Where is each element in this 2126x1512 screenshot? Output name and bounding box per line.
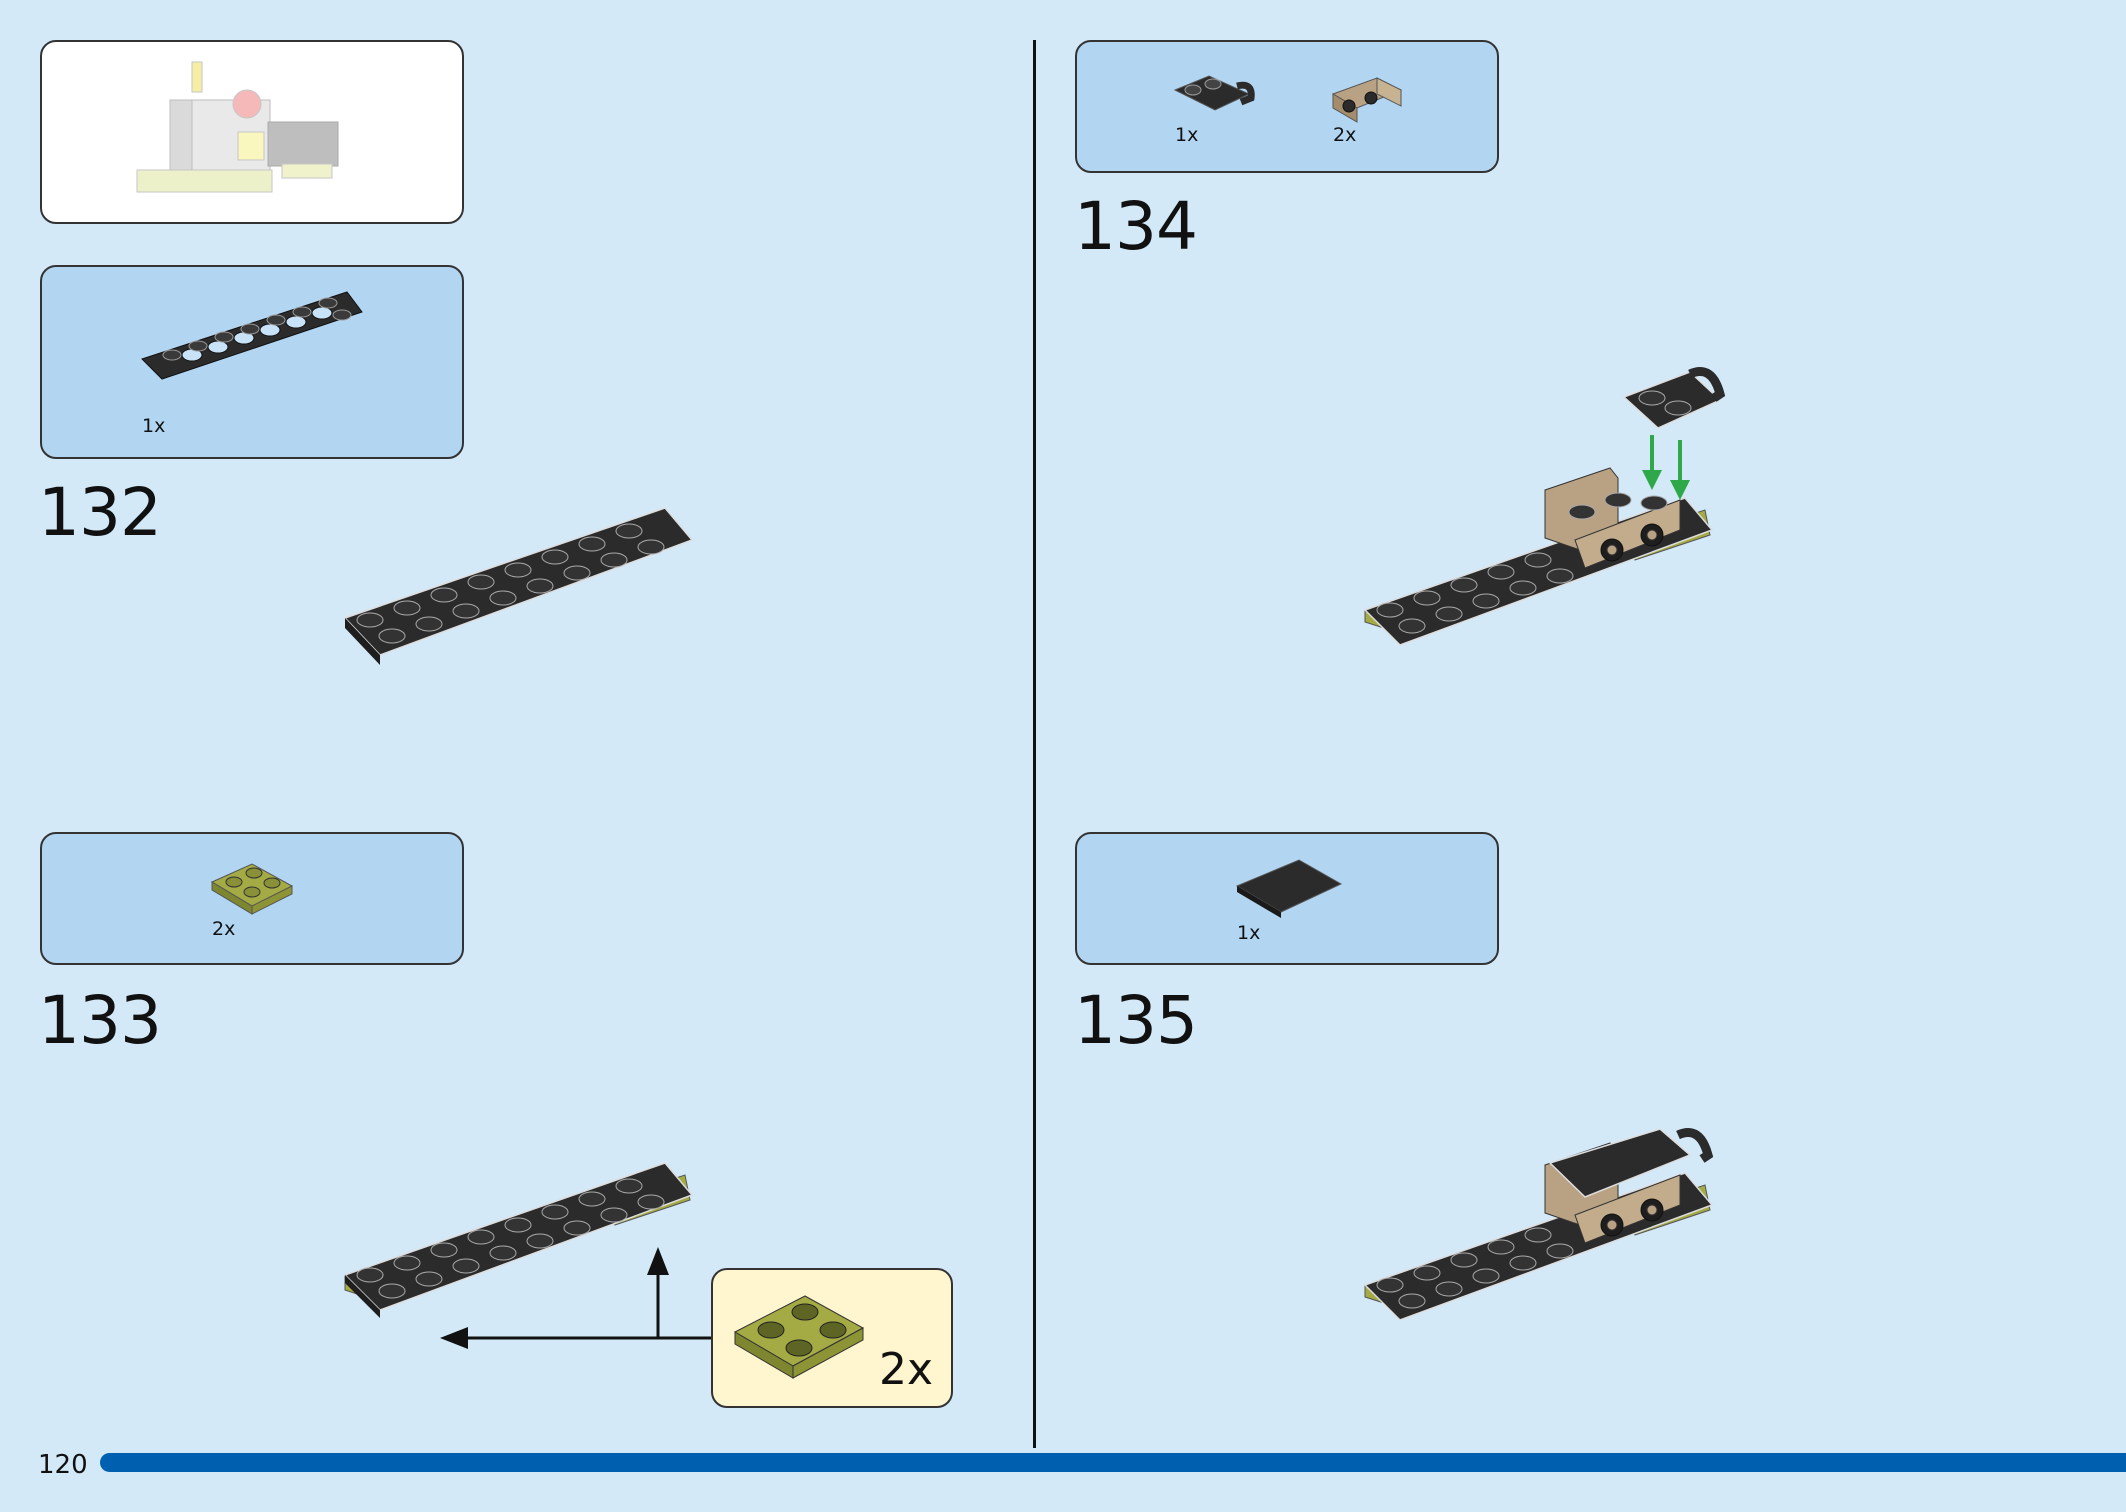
step-133-callout-qty: 2x [879,1344,934,1395]
olive-plate-2x2-icon [733,1295,865,1379]
step-135-part-qty: 1x [1237,922,1261,944]
previous-model-preview [40,40,464,224]
step-134-number: 134 [1074,188,1198,265]
black-handle-plate-icon [1173,75,1255,111]
step-134-parts-box: 1x 2x [1075,40,1499,173]
step-135-assembly [1363,1128,1714,1321]
olive-plate-icon [210,863,294,915]
tan-bracket-icon [1331,77,1403,123]
black-tile-icon [1235,859,1343,918]
step-135-parts-box: 1x [1075,832,1499,965]
page-divider [1033,40,1036,1448]
page-number: 120 [38,1450,88,1480]
step-135-number: 135 [1074,982,1198,1059]
step-132-assembly [343,507,694,665]
page-progress-bar [100,1453,2126,1472]
step-133-number: 133 [38,982,162,1059]
step-134-part-2-qty: 2x [1333,124,1357,146]
step-133-callout-box: 2x [711,1268,953,1408]
step-133-parts-box: 2x [40,832,464,965]
step-133-assembly [343,1162,712,1349]
step-132-parts-box: 1x [40,265,464,459]
step-133-part-qty: 2x [212,918,236,940]
faded-model-icon [136,61,339,193]
step-134-part-1-qty: 1x [1175,124,1199,146]
step-132-number: 132 [38,474,162,551]
technic-plate-icon [141,291,363,380]
step-132-part-qty: 1x [142,415,166,437]
step-134-assembly [1363,367,1726,646]
